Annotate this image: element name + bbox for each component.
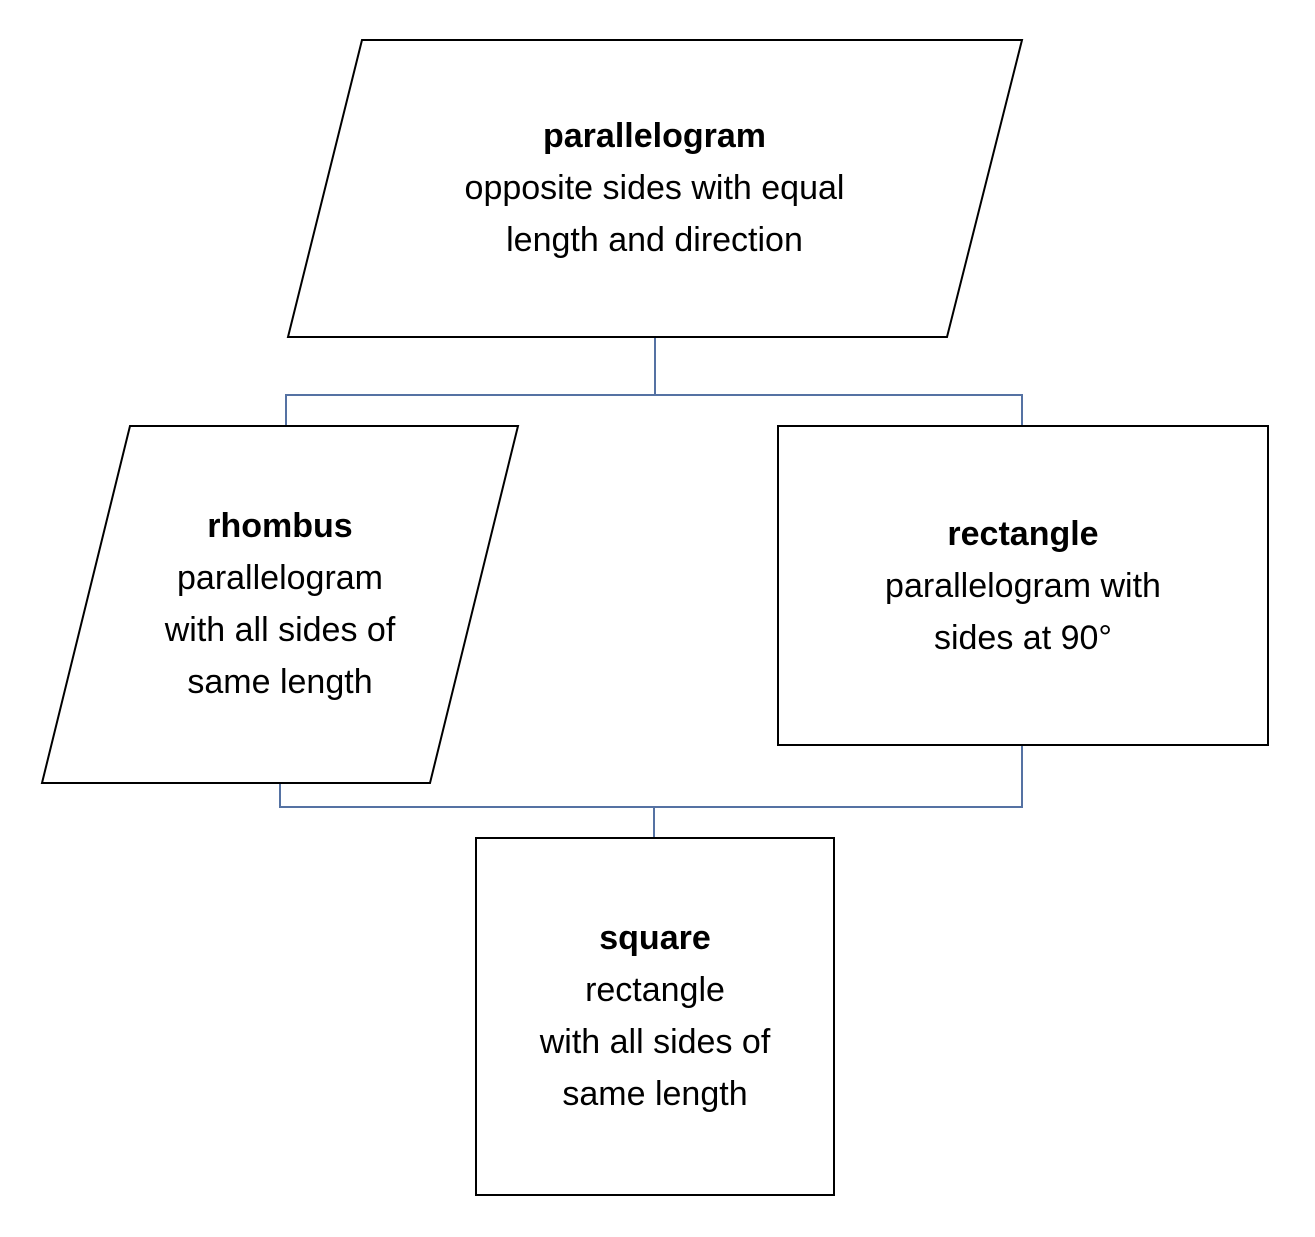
node-description: parallelogram with all sides of same len…	[164, 559, 396, 701]
node-title: square	[599, 919, 711, 957]
rhombus-shape	[40, 425, 520, 784]
node-description: rectangle with all sides of same length	[539, 971, 771, 1113]
parallelogram-node: parallelogram opposite sides with equal …	[362, 110, 947, 266]
connector-branch-top	[285, 394, 1023, 425]
node-title: parallelogram	[543, 117, 766, 155]
node-description: opposite sides with equal length and dir…	[464, 169, 845, 259]
connector-branch-bottom	[279, 746, 1023, 808]
rectangle-shape	[777, 425, 1269, 746]
node-title: rectangle	[947, 515, 1099, 553]
parallelogram-shape	[286, 39, 1024, 338]
square-shape	[475, 837, 835, 1196]
node-title: rhombus	[207, 507, 353, 545]
rhombus-node: rhombus parallelogram with all sides of …	[100, 500, 460, 708]
node-description: parallelogram with sides at 90°	[885, 567, 1161, 657]
square-node: square rectangle with all sides of same …	[476, 912, 834, 1120]
connectors	[279, 338, 1023, 838]
rectangle-node: rectangle parallelogram with sides at 90…	[778, 508, 1268, 664]
